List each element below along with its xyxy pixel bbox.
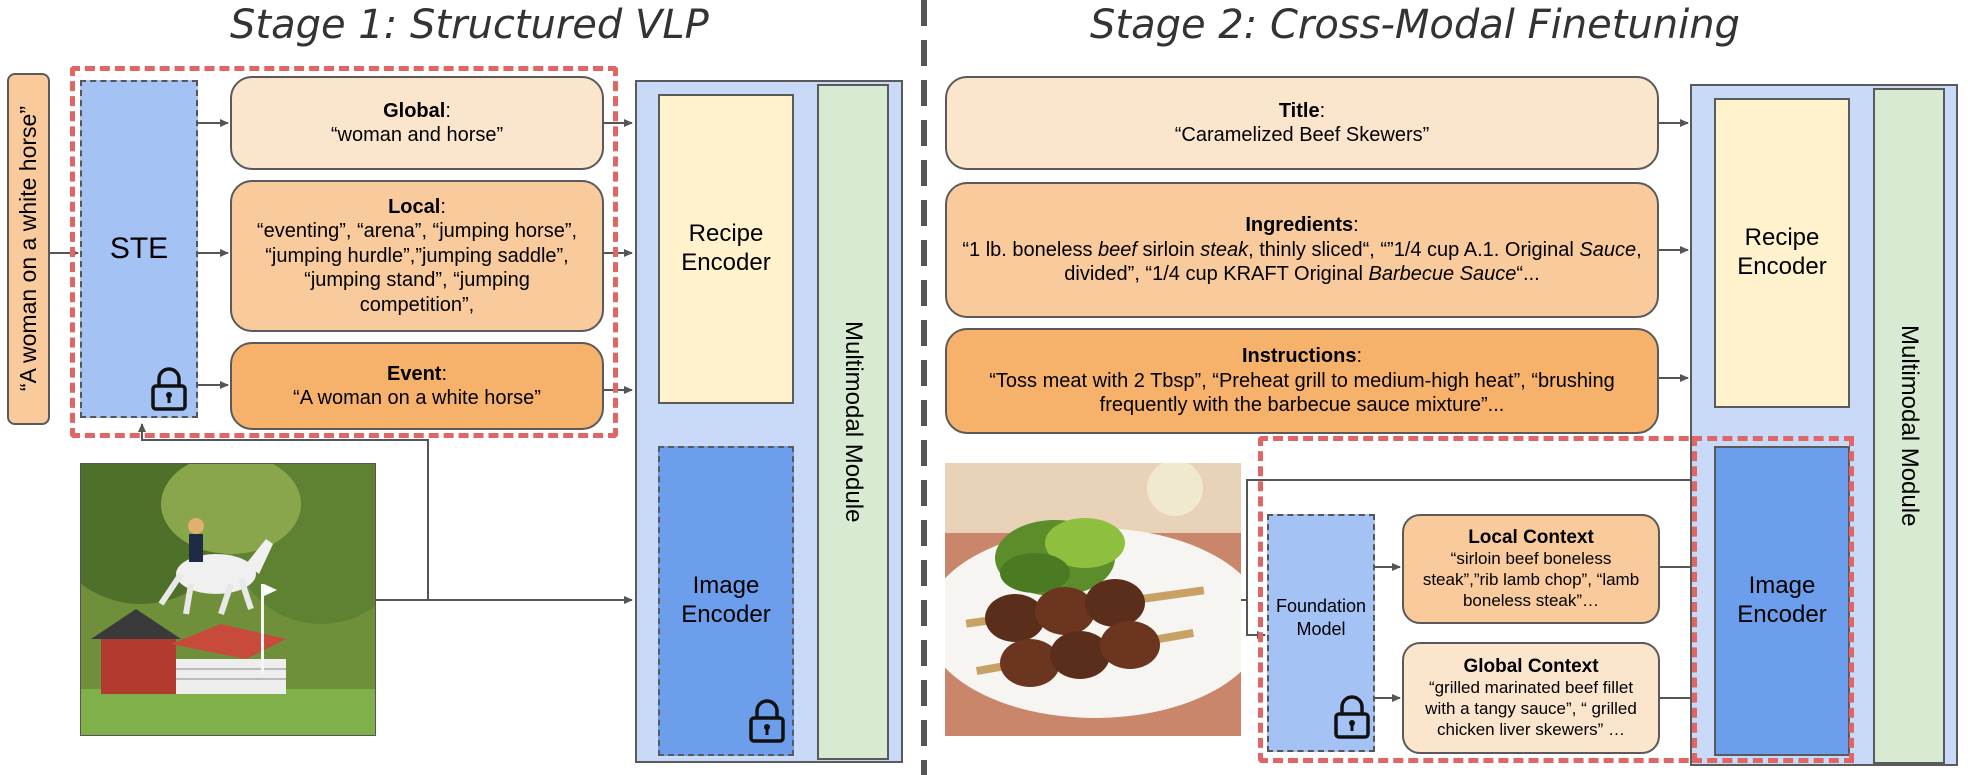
title-colon: : — [1319, 99, 1326, 122]
global-head: Global — [383, 99, 446, 122]
event-text: “A woman on a white horse” — [293, 387, 541, 409]
title-head: Title — [1278, 99, 1320, 122]
event-colon: : — [441, 362, 448, 385]
ingredients-text: “1 lb. boneless beef sirloin steak, thin… — [961, 238, 1643, 287]
stage2-multimodal-module: Multimodal Module — [1873, 88, 1945, 764]
ingredients-colon: : — [1353, 214, 1359, 237]
local-box: Local: “eventing”, “arena”, “jumping hor… — [230, 180, 604, 332]
ingredients-head: Ingredients — [1245, 214, 1354, 237]
stage1-title: Stage 1: Structured VLP — [230, 2, 709, 48]
global-context-text: “grilled marinated beef fillet with a ta… — [1425, 678, 1637, 739]
global-text: “woman and horse” — [330, 124, 504, 146]
lock-icon — [1334, 695, 1370, 739]
ingredients-text-6: Sauce — [1579, 238, 1637, 261]
event-head: Event — [386, 362, 442, 385]
beef-skewers-photo — [945, 463, 1241, 736]
stage1-recipe-encoder: Recipe Encoder — [658, 94, 794, 404]
food-photo-illustration — [945, 463, 1241, 736]
ste-label: STE — [109, 232, 169, 265]
ingredients-text-5: , thinly sliced“, “”1/4 cup A.1. Origina… — [1248, 238, 1580, 261]
input-caption: “A woman on a white horse” — [15, 106, 41, 392]
instructions-colon: : — [1356, 345, 1362, 368]
stage2-encoder-group — [1692, 436, 1854, 763]
stage1-text-group — [70, 66, 618, 438]
input-caption-box: “A woman on a white horse” — [7, 73, 50, 425]
stage1-multimodal-module: Multimodal Module — [817, 84, 889, 760]
foundation-model-label: Foundation Model — [1275, 595, 1367, 639]
lock-icon — [749, 699, 785, 743]
local-context-box: Local Context “sirloin beef boneless ste… — [1402, 514, 1660, 624]
ingredients-text-3: sirloin — [1136, 238, 1201, 261]
global-context-head: Global Context — [1463, 656, 1599, 678]
ingredients-box: Ingredients: “1 lb. boneless beef sirloi… — [945, 182, 1659, 318]
global-box: Global: “woman and horse” — [230, 76, 604, 170]
lock-icon — [151, 367, 187, 411]
instructions-head: Instructions — [1241, 345, 1357, 368]
stage1-recipe-encoder-label: Recipe Encoder — [681, 220, 771, 276]
ingredients-text-4: steak — [1200, 238, 1249, 261]
horse-photo-illustration — [81, 464, 375, 735]
stage1-image-encoder-label: Image Encoder — [681, 572, 771, 628]
stage2-title: Stage 2: Cross-Modal Finetuning — [1090, 2, 1740, 48]
ingredients-text-2: beef — [1098, 238, 1137, 261]
instructions-text: “Toss meat with 2 Tbsp”, “Preheat grill … — [989, 369, 1615, 417]
local-head: Local — [388, 196, 441, 219]
local-text: “eventing”, “arena”, “jumping horse”, “j… — [256, 220, 578, 316]
stage2-image-encoder: Image Encoder — [1714, 446, 1850, 756]
ingredients-text-9: “... — [1516, 263, 1540, 286]
global-colon: : — [445, 99, 451, 122]
local-context-head: Local Context — [1468, 527, 1594, 549]
title-box: Title: “Caramelized Beef Skewers” — [945, 76, 1659, 170]
stage2-image-encoder-label: Image Encoder — [1737, 572, 1827, 628]
local-context-text: “sirloin beef boneless steak”,”rib lamb … — [1422, 549, 1640, 610]
ste-block: STE — [80, 80, 198, 418]
ingredients-text-8: Barbecue Sauce — [1368, 263, 1517, 286]
stage1-multimodal-label: Multimodal Module — [840, 321, 867, 523]
ingredients-text-1: “1 lb. boneless — [962, 238, 1098, 261]
stage2-recipe-encoder: Recipe Encoder — [1714, 98, 1850, 408]
ingredients-text-7: , divided”, “1/4 cup KRAFT Original — [1064, 238, 1642, 286]
stage2-multimodal-label: Multimodal Module — [1896, 325, 1923, 527]
stage2-recipe-encoder-label: Recipe Encoder — [1737, 224, 1827, 280]
event-box: Event: “A woman on a white horse” — [230, 342, 604, 430]
global-context-box: Global Context “grilled marinated beef f… — [1402, 642, 1660, 754]
local-colon: : — [440, 196, 446, 219]
stage1-image-encoder: Image Encoder — [658, 446, 794, 756]
title-text: “Caramelized Beef Skewers” — [1174, 124, 1430, 146]
horse-jumping-photo — [80, 463, 376, 736]
instructions-box: Instructions: “Toss meat with 2 Tbsp”, “… — [945, 328, 1659, 434]
